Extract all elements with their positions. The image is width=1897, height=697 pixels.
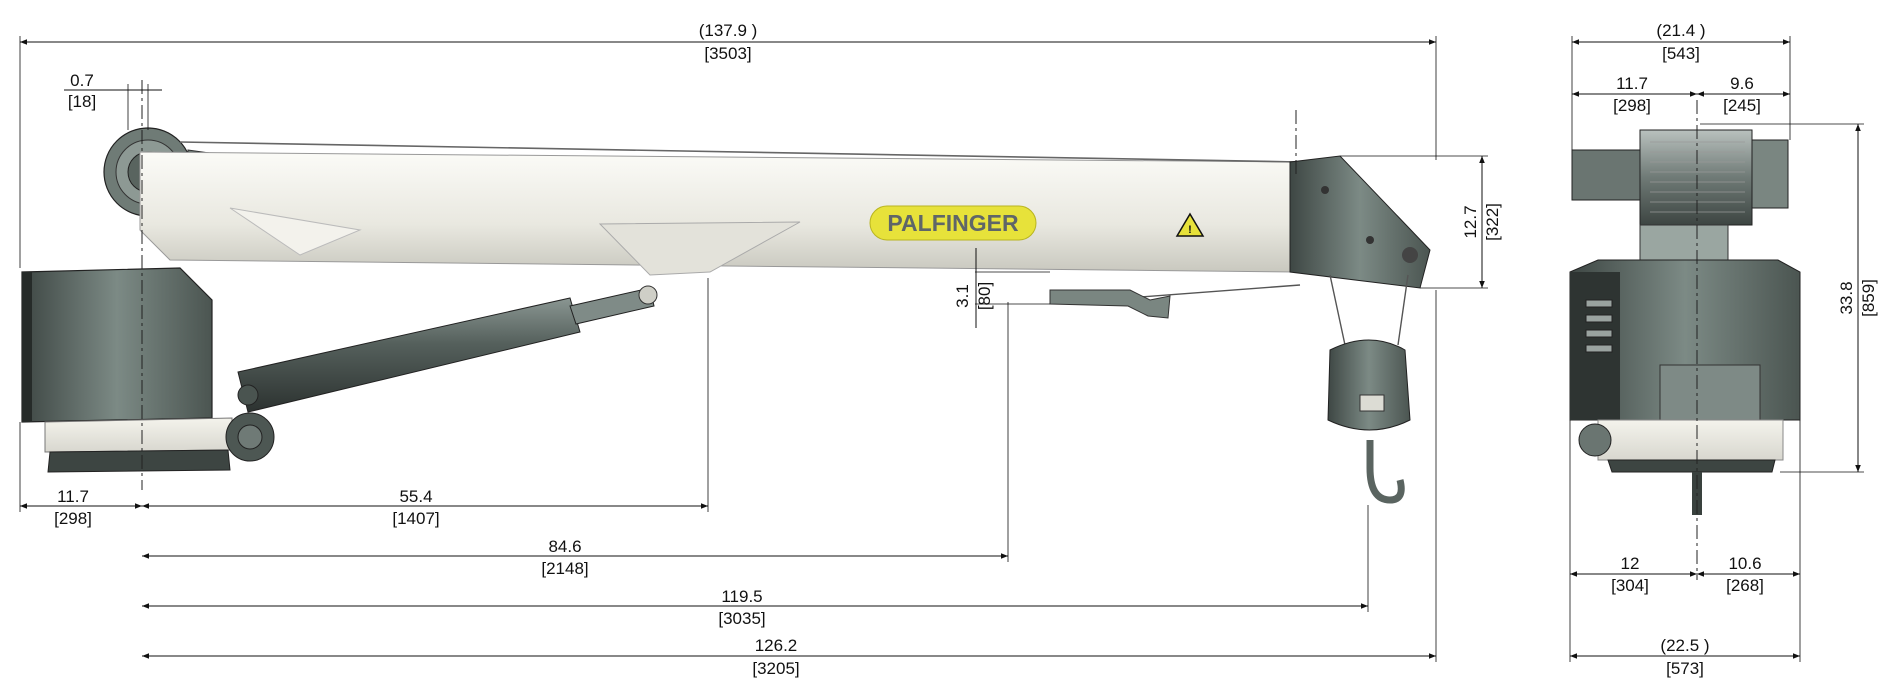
dim-bottom-right-in: 10.6 (1728, 554, 1761, 573)
dim-reach-1-mm: [2148] (541, 559, 588, 578)
dim-reach-2-in: 119.5 (721, 587, 762, 606)
dim-base-rear-in: 11.7 (57, 487, 89, 506)
dim-top-left-in: 11.7 (1616, 74, 1648, 93)
dim-bottom-left-mm: [304] (1611, 576, 1649, 595)
dimensions: (137.9 ) [3503] 0.7 [18] 11.7 [298] 55.4… (19, 21, 1878, 678)
dim-top-right-in: 9.6 (1730, 74, 1754, 93)
dim-height-in: 33.8 (1837, 281, 1856, 314)
dim-overall-length-mm: [3503] (704, 44, 751, 63)
dim-pivot-offset-in: 0.7 (70, 71, 94, 90)
dim-head-height-mm: [322] (1483, 203, 1502, 241)
boom-head (1289, 155, 1431, 289)
dim-head-height-in: 12.7 (1461, 205, 1480, 238)
dim-top-width-mm: [543] (1662, 44, 1700, 63)
slewing-housing (21, 267, 213, 423)
warning-icon (1175, 212, 1205, 237)
front-view (1569, 100, 1801, 580)
main-boom (139, 151, 1296, 273)
svg-text:PALFINGER: PALFINGER (887, 210, 1019, 236)
luffing-cylinder (237, 285, 658, 413)
dim-cylinder-reach-mm: [1407] (392, 509, 439, 528)
dim-height-mm: [859] (1859, 279, 1878, 317)
dim-bottom-width-mm: [573] (1666, 659, 1704, 678)
dim-bottom-left-in: 12 (1621, 554, 1640, 573)
dim-pivot-offset-mm: [18] (68, 92, 96, 111)
dim-boom-drop-mm: [80] (975, 282, 994, 310)
dim-reach-1-in: 84.6 (548, 537, 581, 556)
svg-text:!: ! (1188, 224, 1192, 236)
dim-reach-2-mm: [3035] (718, 609, 765, 628)
base-ring (44, 417, 233, 453)
winch-drum (1639, 129, 1753, 226)
dim-reach-3-in: 126.2 (755, 636, 798, 655)
dim-cylinder-reach-in: 55.4 (399, 487, 432, 506)
dim-top-right-mm: [245] (1723, 96, 1761, 115)
dim-overall-length-in: (137.9 ) (699, 21, 758, 40)
dim-reach-3-mm: [3205] (752, 659, 799, 678)
dim-boom-drop-in: 3.1 (953, 284, 972, 308)
dim-top-width-in: (21.4 ) (1656, 21, 1705, 40)
front-base (1597, 419, 1784, 461)
dim-bottom-right-mm: [268] (1726, 576, 1764, 595)
dim-bottom-width-in: (22.5 ) (1660, 636, 1709, 655)
dim-top-left-mm: [298] (1613, 96, 1651, 115)
side-view: PALFINGER ! (21, 80, 1431, 504)
palfinger-logo: PALFINGER (869, 205, 1037, 241)
dim-base-rear-mm: [298] (54, 509, 92, 528)
